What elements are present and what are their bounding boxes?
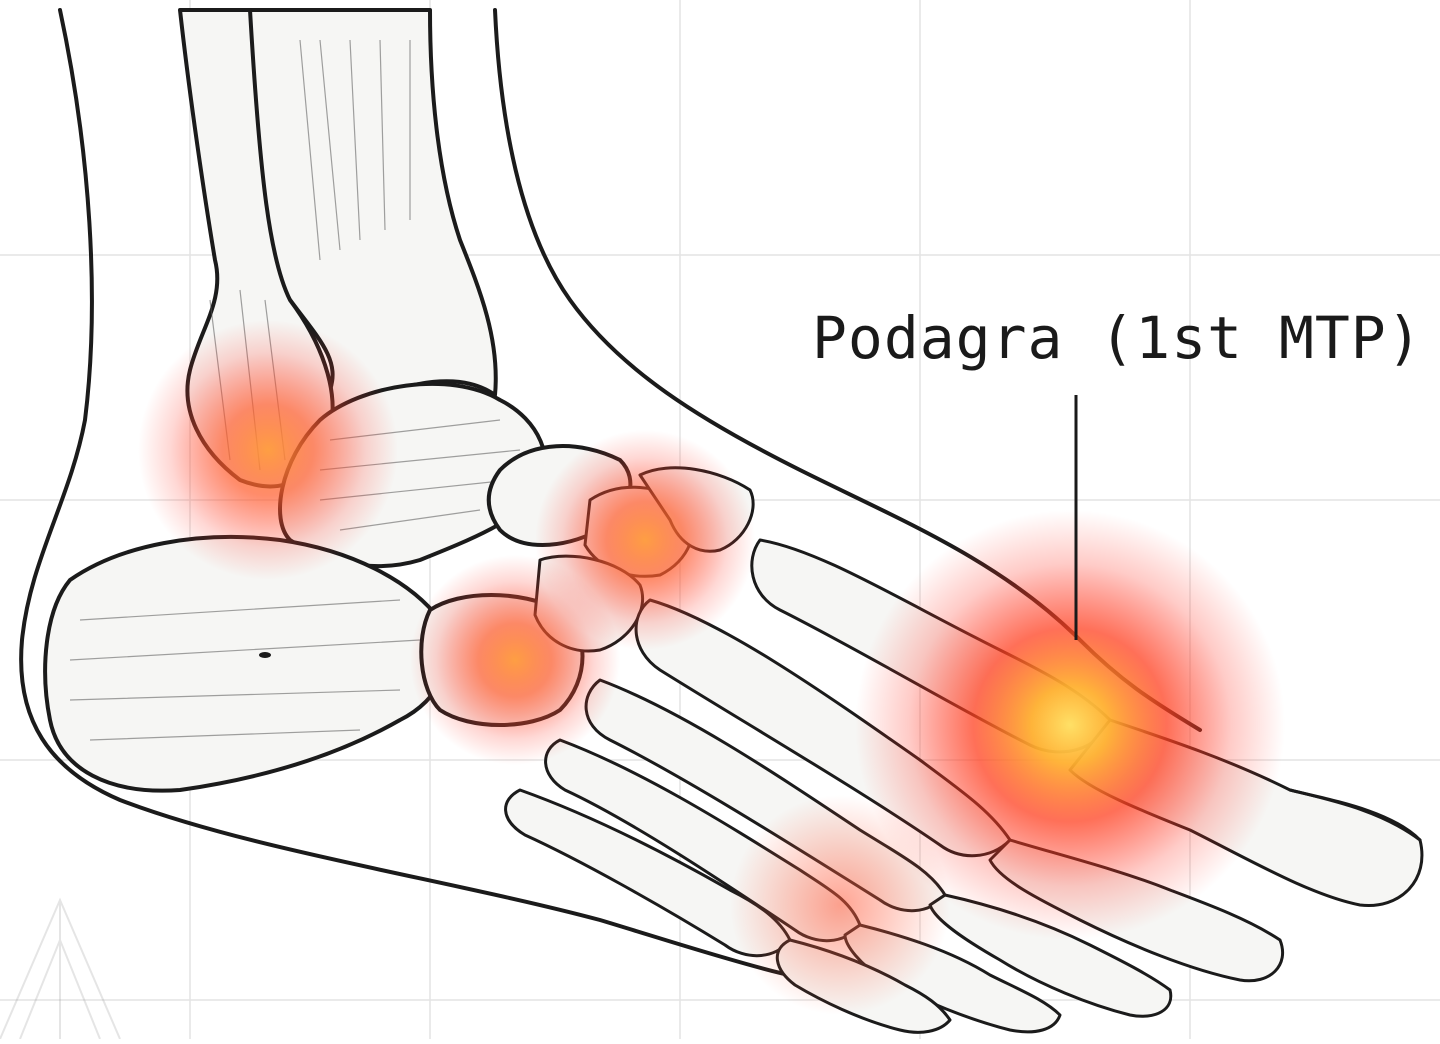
- highlight-podagra: [855, 510, 1285, 940]
- highlight-midfoot-lower: [410, 555, 620, 765]
- annotation-label: Podagra (1st MTP): [812, 304, 1423, 372]
- corner-watermark: [0, 900, 120, 1039]
- highlight-ankle: [138, 320, 398, 580]
